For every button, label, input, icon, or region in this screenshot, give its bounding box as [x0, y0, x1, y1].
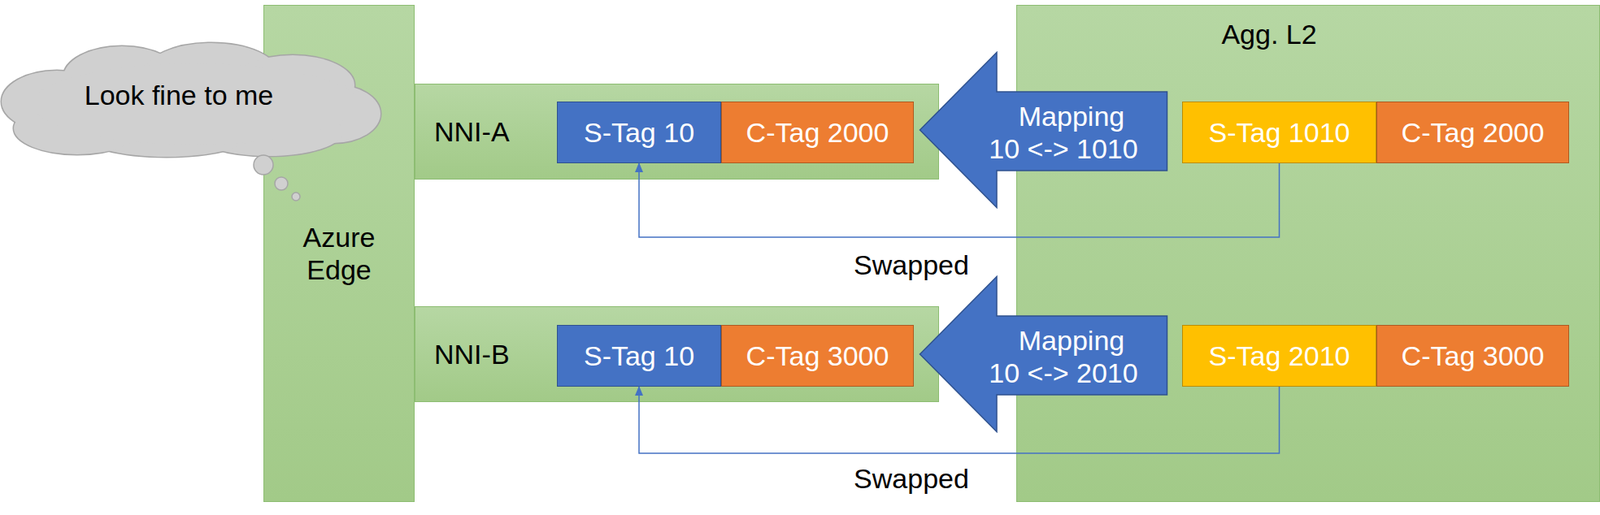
node-text: C-Tag 2000: [746, 116, 890, 149]
node-text: C-Tag 3000: [1401, 339, 1545, 373]
node-text: NNI-B: [434, 338, 510, 371]
mapping-arrow: Mapping 10 <-> 1010: [918, 51, 1169, 209]
s-tag-box: S-Tag 10: [556, 101, 722, 164]
edge-label: Swapped: [821, 248, 1001, 282]
c-tag-box: C-Tag 2000: [721, 101, 914, 164]
thought-cloud: Look fine to me: [0, 40, 383, 159]
c-tag-box: C-Tag 3000: [721, 325, 914, 387]
node-text: S-Tag 1010: [1208, 116, 1351, 149]
node-text: NNI-A: [434, 115, 510, 148]
node-text: Azure Edge: [294, 221, 384, 287]
s-tag-box: S-Tag 2010: [1182, 325, 1377, 387]
c-tag-box: C-Tag 3000: [1376, 325, 1570, 387]
node-text: Agg. L2: [1017, 17, 1522, 51]
node-text: Mapping 10 <-> 2010: [986, 324, 1141, 390]
arrow-shape: [920, 277, 1168, 433]
mapping-arrow: Mapping 10 <-> 2010: [918, 275, 1169, 434]
node-text: C-Tag 2000: [1401, 116, 1545, 149]
node-text: Look fine to me: [0, 78, 358, 112]
c-tag-box: C-Tag 2000: [1376, 101, 1570, 164]
node-text: Mapping 10 <-> 1010: [986, 100, 1141, 166]
s-tag-box: S-Tag 1010: [1182, 101, 1377, 164]
node-text: S-Tag 2010: [1208, 339, 1351, 373]
node-text: S-Tag 10: [583, 116, 695, 149]
nni-port-band: NNI-A S-Tag 10 C-Tag 2000: [414, 83, 940, 180]
nni-port-band: NNI-B S-Tag 10 C-Tag 3000: [414, 306, 940, 403]
edge-label: Swapped: [821, 462, 1001, 496]
s-tag-box: S-Tag 10: [556, 325, 722, 387]
node-text: S-Tag 10: [583, 339, 695, 373]
aggregation-switch-box: Agg. L2 S-Tag 1010 C-Tag 2000S-Tag 2010 C-T…: [1016, 4, 1600, 503]
node-text: C-Tag 3000: [746, 339, 890, 373]
